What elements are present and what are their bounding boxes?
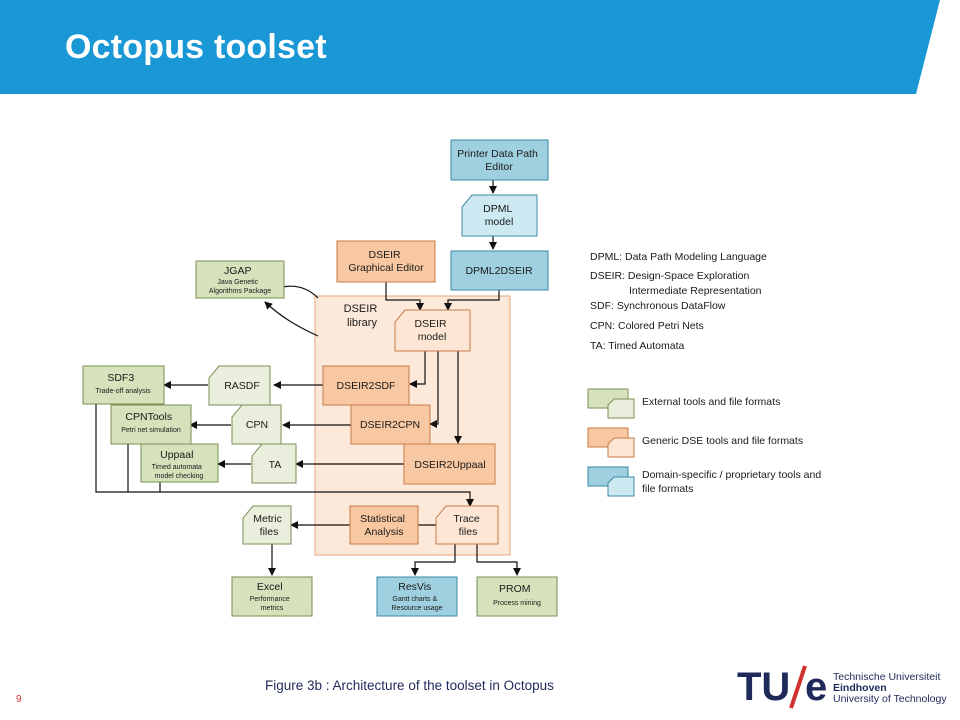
logo-line-1: Technische Universiteit	[833, 671, 941, 683]
legend: External tools and file formats Generic …	[587, 388, 821, 497]
cpntools-node: CPNTools Petri net simulation	[110, 404, 192, 445]
svg-text:DSEIR2CPN: DSEIR2CPN	[360, 419, 420, 431]
svg-text:CPNTools Petri net simul: CPNTools Petri net simulation	[121, 407, 181, 434]
cpn-node: CPN	[231, 404, 282, 445]
figure-caption: Figure 3b : Architecture of the toolset …	[265, 678, 554, 693]
printer-data-path-editor-node: Printer Data Path Editor	[450, 139, 549, 181]
dseir2sdf-node: DSEIR2SDF	[322, 365, 410, 406]
tue-logo: TU e	[737, 665, 827, 709]
svg-text:e: e	[805, 665, 827, 709]
trace-files-node: Trace files	[435, 505, 499, 545]
dseir-model-node: DSEIR model	[394, 309, 471, 352]
legend-generic-label: Generic DSE tools and file formats	[642, 435, 803, 447]
svg-text:DSEIR model: DSEIR model	[414, 318, 449, 343]
legend-external-label: External tools and file formats	[642, 396, 780, 408]
page-number: 9	[16, 694, 22, 705]
svg-text:Statistical Analysis: Statistical Analysis	[360, 513, 408, 538]
svg-text:CPN: CPN	[246, 419, 268, 431]
excel-node: Excel Performance metrics	[231, 576, 313, 617]
title-bar	[0, 0, 940, 94]
svg-text:DPML2DSEIR: DPML2DSEIR	[465, 265, 533, 277]
dseir2cpn-node: DSEIR2CPN	[350, 404, 431, 445]
legend-domain-label-cont: file formats	[642, 483, 693, 495]
svg-text:TA: TA	[269, 459, 282, 471]
svg-text:PROM Process mining: PROM Process mining	[493, 579, 541, 607]
dseir-library-label: DSEIR library	[344, 303, 381, 329]
svg-text:ResVis Gantt charts &: ResVis Gantt charts & Resource usage	[392, 577, 443, 612]
svg-text:SDF3 Trade-off analysis: SDF3 Trade-off analysis	[95, 368, 151, 395]
logo-line-3: University of Technology	[833, 693, 947, 705]
abbrev-sdf: SDF: Synchronous DataFlow	[590, 300, 726, 312]
abbrev-dpml: DPML: Data Path Modeling Language	[590, 251, 767, 263]
sdf3-node: SDF3 Trade-off analysis	[82, 365, 165, 405]
connectors	[95, 180, 521, 576]
svg-text:JGAP Java Genetic: JGAP Java Genetic Algorithms Package	[209, 261, 271, 295]
svg-text:Uppaal Timed automata: Uppaal Timed automata model checking	[152, 445, 207, 480]
statistical-analysis-node: Statistical Analysis	[349, 505, 419, 545]
abbreviation-list: DPML: Data Path Modeling Language DSEIR:…	[590, 251, 767, 352]
dpml2dseir-node: DPML2DSEIR	[450, 250, 549, 291]
abbrev-cpn: CPN: Colored Petri Nets	[590, 320, 704, 332]
rasdf-node: RASDF	[208, 365, 271, 406]
dpml-model-node: DPML model	[461, 194, 538, 237]
svg-text:TU: TU	[737, 665, 790, 709]
logo-line-2: Eindhoven	[833, 682, 887, 694]
resvis-node: ResVis Gantt charts & Resource usage	[376, 576, 458, 617]
abbrev-ta: TA: Timed Automata	[590, 340, 685, 352]
svg-text:DSEIR2Uppaal: DSEIR2Uppaal	[414, 459, 485, 471]
svg-text:DSEIR Graphical Editor: DSEIR Graphical Editor	[348, 249, 424, 274]
legend-domain-label: Domain-specific / proprietary tools and	[642, 469, 821, 481]
svg-text:Metric files: Metric files	[253, 513, 285, 538]
abbrev-dseir-cont: Intermediate Representation	[629, 285, 762, 297]
svg-text:Printer Data Path Editor: Printer Data Path Editor	[457, 148, 540, 173]
ta-node: TA	[251, 443, 297, 484]
svg-text:Excel Performance: Excel Performance metrics	[250, 577, 295, 612]
legend-external-swatch	[587, 388, 635, 419]
dseir2uppaal-node: DSEIR2Uppaal	[403, 443, 496, 485]
legend-domain-swatch	[587, 466, 635, 497]
svg-text:DPML model: DPML model	[483, 203, 515, 228]
prom-node: PROM Process mining	[476, 576, 558, 617]
jgap-node: JGAP Java Genetic Algorithms Package	[195, 260, 285, 299]
svg-text:Trace files: Trace files	[453, 513, 482, 538]
dseir-graphical-editor-node: DSEIR Graphical Editor	[336, 240, 436, 283]
abbrev-dseir: DSEIR: Design-Space Exploration	[590, 270, 749, 282]
svg-text:DSEIR2SDF: DSEIR2SDF	[337, 380, 396, 392]
legend-generic-swatch	[587, 427, 635, 458]
metric-files-node: Metric files	[242, 505, 292, 545]
svg-text:RASDF: RASDF	[224, 380, 260, 392]
uppaal-node: Uppaal Timed automata model checking	[140, 443, 219, 483]
slide-title: Octopus toolset	[65, 28, 327, 66]
